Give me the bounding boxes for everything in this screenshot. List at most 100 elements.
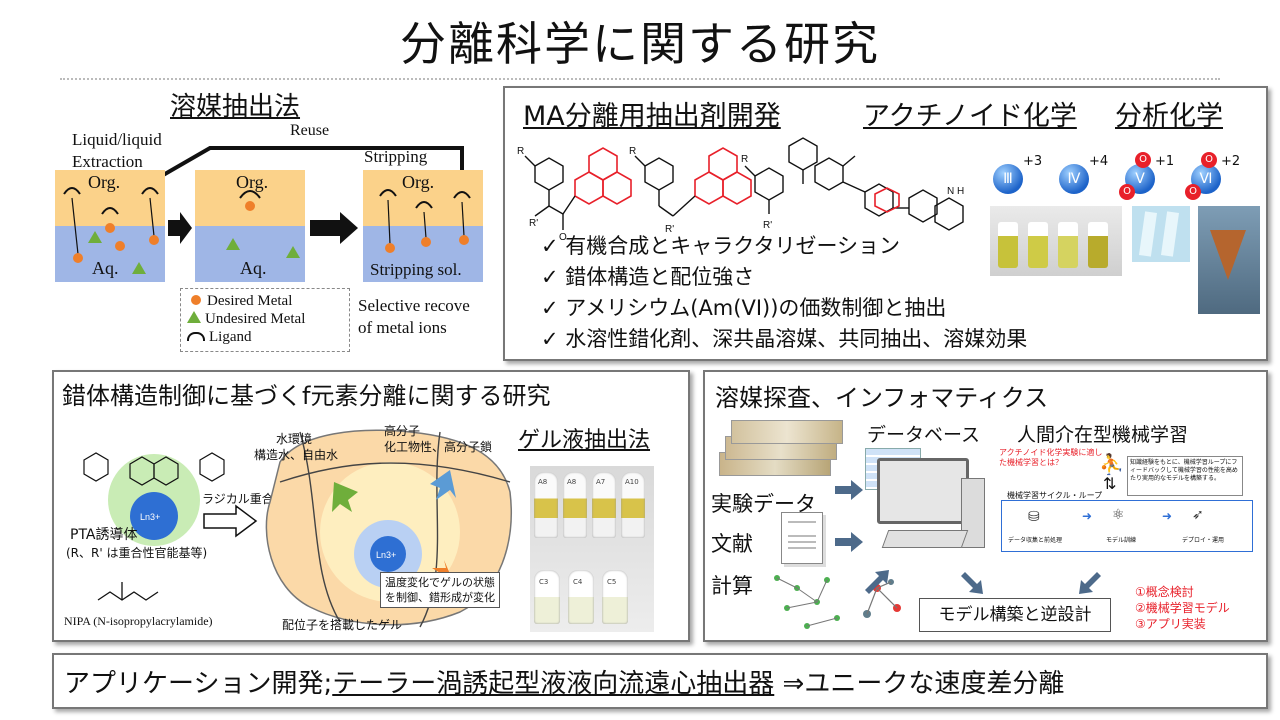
stripping-label: Stripping [364, 147, 428, 166]
polymer-label-1: 高分子 [384, 424, 421, 438]
mol-o-1: O [559, 232, 567, 243]
page-title: 分離科学に関する研究 [400, 17, 880, 71]
oxo-atom: O [1135, 152, 1151, 168]
ion-sphere-core: Ⅳ [1059, 164, 1089, 194]
document-icon [781, 512, 823, 564]
step-2: ②機械学習モデル [1135, 601, 1230, 615]
complex-heading: 錯体構造制御に基づくf元素分離に関する研究 [62, 382, 551, 410]
app-part-3: ⇒ユニークな速度差分離 [774, 669, 1065, 699]
temp-line-1: 温度変化でゲルの状態 [385, 576, 495, 589]
ml-feedback-box: 知識経験をもとに、機械学習ループにフィードバックして機械学習の性能を高めたり実用… [1127, 456, 1243, 496]
aq-label-2: Aq. [240, 258, 267, 278]
arrow-right-icon-2: ➜ [1162, 509, 1173, 523]
ll-label-1: Liquid/liquid [72, 130, 162, 149]
ion-sphere: Ⅳ+4 [1051, 154, 1111, 206]
oxo-atom: O [1201, 152, 1217, 168]
gel-vial-label: C5 [607, 578, 617, 586]
gel-vial: A8 [563, 472, 587, 538]
app-part-2: テーラー渦誘起型液液向流遠心抽出器 [332, 669, 775, 699]
ion-sphere-core: Ⅲ [993, 164, 1023, 194]
ligand-icon [187, 332, 205, 341]
step-1: ①概念検討 [1135, 585, 1194, 599]
ma-bullet: ✓ 水溶性錯化剤、深共晶溶媒、共同抽出、溶媒効果 [541, 327, 1028, 351]
gel-vial-label: C3 [539, 578, 549, 586]
gel-vial: A7 [592, 472, 616, 538]
hitl-label: 人間介在型機械学習 [1017, 424, 1189, 446]
strip-photo [1132, 206, 1190, 262]
mol-n: N [947, 186, 954, 197]
water-label-1: 水環境 [276, 432, 313, 446]
network-icon: ⚛ [1112, 507, 1125, 523]
ma-panel: MA分離用抽出剤開発 アクチノイド化学 分析化学 [503, 86, 1268, 361]
ion-sphere: Ⅲ+3 [985, 154, 1045, 206]
legend-desired: Desired Metal [207, 293, 293, 309]
calc-label: 計算 [711, 574, 753, 598]
informatics-panel: 溶媒探査、インフォマティクス データベース 人間介在型機械学習 実験データ 文献… [703, 370, 1268, 642]
ma-heading-3: 分析化学 [1115, 101, 1223, 132]
nipa-molecule [97, 582, 159, 601]
ma-bullets: ✓ 有機合成とキャラクタリゼーション ✓ 錯体構造と配位強さ ✓ アメリシウム(… [541, 231, 1027, 355]
undesired-metal-icon [187, 311, 201, 323]
title-divider [60, 78, 1220, 80]
selective-line-1: Selective recove [358, 296, 470, 315]
org-label-2: Org. [236, 172, 269, 192]
ml-stage-1: データ収集と前処理 [1008, 537, 1063, 544]
mol-r-3: R [741, 154, 748, 165]
oxo-atom: O [1185, 184, 1201, 200]
pta-label: PTA誘導体 [70, 527, 138, 543]
funnel-photo [1198, 206, 1260, 314]
ml-stage-2: モデル訓練 [1106, 537, 1137, 544]
step-3: ③アプリ実装 [1135, 617, 1206, 631]
exp-photo-stack [719, 416, 843, 486]
complex-panel: 錯体構造制御に基づくf元素分離に関する研究 ゲル液抽出法 Ln3+ PTA誘導体… [52, 370, 690, 642]
app-text: アプリケーション開発;テーラー渦誘起型液液向流遠心抽出器 ⇒ユニークな速度差分離 [64, 663, 1064, 700]
ma-heading-2: アクチノイド化学 [863, 101, 1077, 132]
solvent-extraction-diagram [55, 146, 483, 282]
mol-h: H [957, 186, 964, 197]
model-arrows [961, 572, 1101, 594]
ion-charge: +1 [1155, 154, 1175, 169]
ml-stage-3: デプロイ・運用 [1182, 537, 1225, 544]
gel-vial-label: A7 [596, 478, 606, 486]
data-icon: ⛁ [1028, 509, 1040, 525]
water-label-2: 構造水、自由水 [254, 448, 339, 462]
rocket-icon: ➶ [1192, 507, 1204, 523]
ma-heading-1: MA分離用抽出剤開発 [523, 101, 781, 132]
nipa-label: NIPA (N-isopropylacrylamide) [64, 614, 213, 628]
ll-label-2: Extraction [72, 152, 143, 171]
gel-vial-label: A10 [625, 478, 639, 486]
app-part-1: アプリケーション開発; [64, 669, 333, 699]
database-label: データベース [867, 424, 981, 446]
info-heading: 溶媒探査、インフォマティクス [715, 384, 1049, 412]
radical-label: ラジカル重合 [202, 492, 274, 506]
arrow-right-icon: ➜ [1082, 509, 1093, 523]
gel-vial: C4 [568, 570, 594, 624]
model-box: モデル構築と逆設計 [919, 598, 1111, 632]
person-icon: ⛹ [1099, 452, 1124, 476]
aq-label-1: Aq. [92, 258, 119, 278]
strip-sol-label: Stripping sol. [370, 260, 462, 279]
gel-vial: A8 [534, 472, 558, 538]
mol-rp-3: R' [763, 220, 772, 231]
ligand-structures: R R' O R R' R R' N H [517, 137, 964, 243]
reuse-label: Reuse [290, 122, 330, 139]
radical-arrow [203, 504, 258, 538]
mol-rp-1: R' [529, 218, 538, 229]
ma-bullet: ✓ 有機合成とキャラクタリゼーション [541, 234, 901, 258]
legend-undesired: Undesired Metal [205, 311, 306, 327]
literature-label: 文献 [711, 532, 753, 556]
gel-vial: C3 [534, 570, 560, 624]
selective-line-2: of metal ions [358, 318, 447, 337]
solvent-legend: Desired Metal Undesired Metal Ligand [180, 288, 350, 352]
flow-arrows [835, 480, 889, 594]
legend-ligand: Ligand [209, 329, 252, 345]
mol-rp-2: R' [665, 224, 674, 235]
gel-vial: A10 [621, 472, 645, 538]
ion-sphere-core: Ⅵ [1191, 164, 1221, 194]
ma-bullet: ✓ 錯体構造と配位強さ [541, 265, 755, 289]
ml-red-note: アクチノイド化学実験に適した機械学習とは？ [999, 448, 1103, 467]
